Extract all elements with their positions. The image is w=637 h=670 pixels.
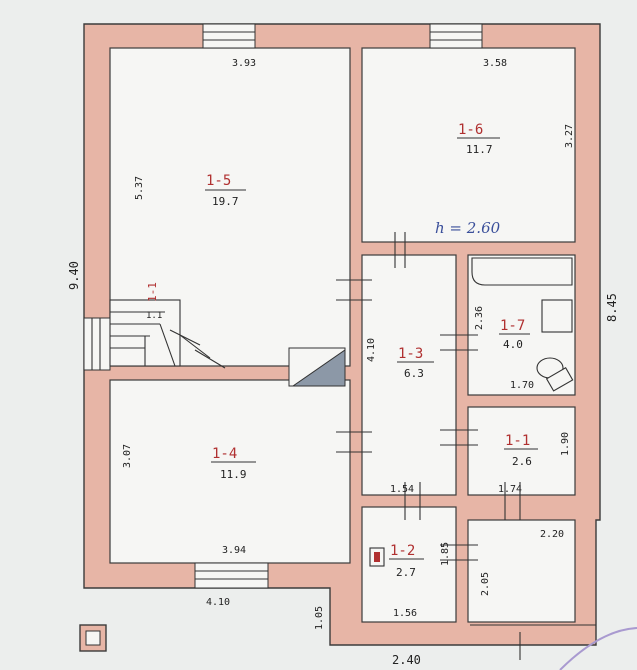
room-area-1-2: 2.7 [396, 566, 416, 579]
window-top-left [202, 23, 256, 49]
dim-1-90: 1.90 [560, 432, 571, 456]
room-1-1[interactable] [467, 406, 576, 496]
room-area-1-1: 2.6 [512, 455, 532, 468]
dim-1-54: 1.54 [390, 484, 414, 495]
room-area-1-6: 11.7 [466, 143, 493, 156]
dim-3-27: 3.27 [564, 124, 575, 148]
staircase [109, 299, 226, 369]
dim-8-45: 8.45 [605, 293, 619, 322]
room-id-1-7: 1-7 [500, 318, 525, 334]
dim-2-20: 2.20 [540, 529, 564, 540]
dim-9-40: 9.40 [67, 261, 81, 290]
dim-3-94: 3.94 [222, 545, 246, 556]
room-id-1-3: 1-3 [398, 346, 423, 362]
window-left [83, 317, 111, 371]
room-id-1-5: 1-5 [206, 173, 231, 189]
stove [288, 347, 346, 387]
dim-1-70: 1.70 [510, 380, 534, 391]
sink [541, 299, 573, 333]
room-area-1-4: 11.9 [220, 468, 247, 481]
ceiling-height: h = 2.60 [435, 219, 501, 237]
boiler [369, 547, 385, 567]
dim-2-36: 2.36 [474, 306, 485, 330]
dim-1-56: 1.56 [393, 608, 417, 619]
dim-2-40: 2.40 [392, 653, 421, 667]
dim-3-07: 3.07 [122, 444, 133, 468]
stamp-fragment [559, 627, 637, 670]
toilet [536, 357, 574, 392]
window-bottom [194, 562, 269, 589]
dim-1-74: 1.74 [498, 484, 522, 495]
room-1-2[interactable] [361, 506, 457, 623]
room-id-stair: 1-1 [146, 282, 159, 302]
room-id-1-4: 1-4 [212, 446, 237, 462]
room-id-1-1: 1-1 [505, 433, 530, 449]
room-area-1-7: 4.0 [503, 338, 523, 351]
room-id-1-2: 1-2 [390, 543, 415, 559]
dim-1-85: 1.85 [440, 542, 451, 566]
dim-4-10-horizontal: 4.10 [206, 597, 230, 608]
room-id-1-6: 1-6 [458, 122, 483, 138]
room-1-4[interactable] [109, 379, 351, 564]
dim-3-58: 3.58 [483, 58, 507, 69]
window-top-right [429, 23, 483, 49]
room-1-3[interactable] [361, 254, 457, 496]
dim-5-37: 5.37 [134, 176, 145, 200]
dim-1-05: 1.05 [314, 606, 325, 630]
dim-3-93: 3.93 [232, 58, 256, 69]
room-area-1-3: 6.3 [404, 367, 424, 380]
bathtub [471, 257, 573, 286]
room-area-1-5: 19.7 [212, 195, 239, 208]
dim-2-05: 2.05 [480, 572, 491, 596]
entry-vestibule[interactable] [467, 519, 576, 623]
dim-4-10-vertical: 4.10 [366, 338, 377, 362]
room-area-stair: 1.1 [146, 311, 162, 321]
door-marks [336, 232, 596, 660]
